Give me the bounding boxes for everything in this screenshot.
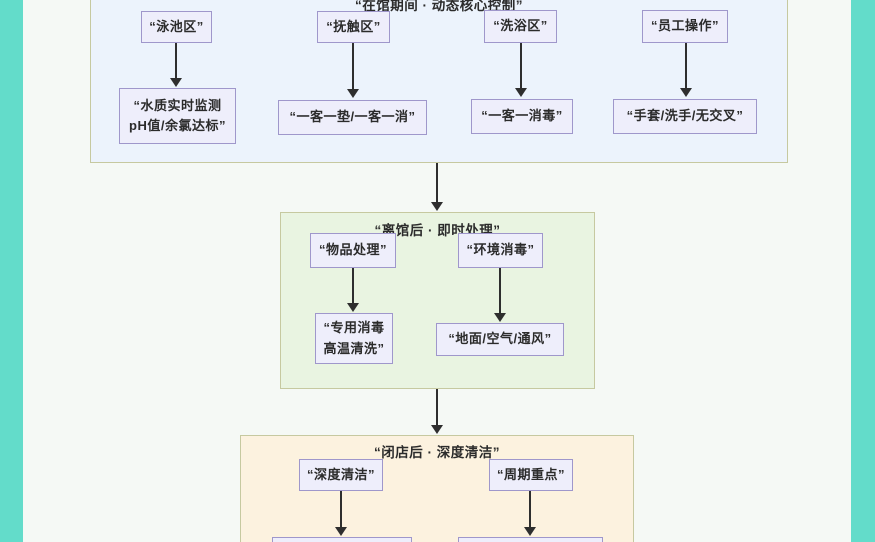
arrow-staff-to-gloves-line (685, 43, 687, 88)
arrow-pool-to-water-head (170, 78, 182, 87)
arrow-items-to-special-line (352, 268, 354, 303)
node-environment-disinfection: “环境消毒” (458, 233, 543, 268)
arrow-during-to-after-head (431, 202, 443, 211)
node-pool-area: “泳池区” (141, 11, 212, 43)
node-staff-operation: “员工操作” (642, 10, 728, 43)
arrow-bath-to-disinfect-head (515, 88, 527, 97)
node-bottom-right-clipped (458, 537, 603, 542)
node-floor-air-ventilation: “地面/空气/通风” (436, 323, 564, 356)
section-during-visit-title: “在馆期间 · 动态核心控制” (355, 0, 523, 13)
node-deep-cleaning: “深度清洁” (299, 459, 383, 491)
node-special-disinfect-hightemp: “专用消毒 高温清洗” (315, 313, 393, 364)
node-cycle-focus: “周期重点” (489, 459, 573, 491)
arrow-env-to-floor-head (494, 313, 506, 322)
arrow-deep-to-bottom-head (335, 527, 347, 536)
arrow-bath-to-disinfect-line (520, 43, 522, 88)
node-one-guest-one-mat: “一客一垫/一客一消” (278, 100, 427, 135)
left-side-stripe (0, 0, 23, 542)
node-water-quality-monitoring: “水质实时监测 pH值/余氯达标” (119, 88, 236, 144)
arrow-after-to-close-line (436, 389, 438, 425)
arrow-pool-to-water-line (175, 43, 177, 78)
node-item-handling: “物品处理” (310, 233, 396, 268)
right-side-stripe (851, 0, 875, 542)
node-gloves-handwash-nocross: “手套/洗手/无交叉” (613, 99, 757, 134)
node-bottom-left-clipped (272, 537, 412, 542)
arrow-env-to-floor-line (499, 268, 501, 313)
node-one-guest-one-disinfect: “一客一消毒” (471, 99, 573, 134)
arrow-after-to-close-head (431, 425, 443, 434)
arrow-staff-to-gloves-head (680, 88, 692, 97)
arrow-items-to-special-head (347, 303, 359, 312)
node-bath-area: “洗浴区” (484, 10, 557, 43)
node-touch-area: “抚触区” (317, 11, 390, 43)
arrow-touch-to-mat-head (347, 89, 359, 98)
arrow-cycle-to-bottom-line (529, 491, 531, 527)
arrow-during-to-after-line (436, 163, 438, 202)
section-after-closing-title: “闭店后 · 深度清洁” (374, 445, 500, 460)
arrow-deep-to-bottom-line (340, 491, 342, 527)
arrow-touch-to-mat-line (352, 43, 354, 89)
arrow-cycle-to-bottom-head (524, 527, 536, 536)
